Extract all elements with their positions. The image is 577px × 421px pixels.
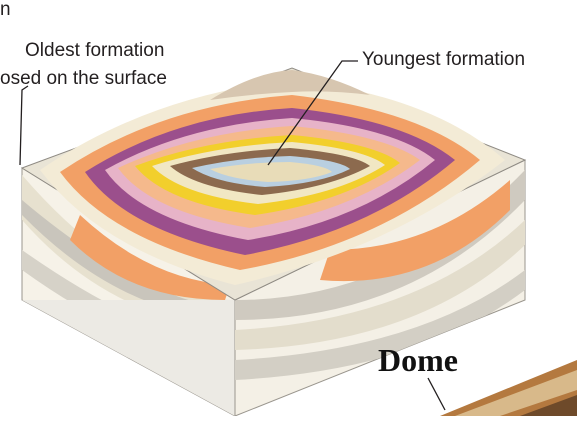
top-left-label-fragment: n — [0, 0, 11, 21]
oldest-formation-label-line2: osed on the surface — [0, 68, 167, 90]
oldest-formation-label-line1: Oldest formation — [25, 40, 164, 62]
dome-diagram-corner — [440, 360, 577, 416]
oldest-leader-line — [20, 86, 28, 165]
youngest-formation-label: Youngest formation — [362, 49, 525, 71]
dome-leader-line — [428, 378, 445, 410]
dome-title: Dome — [378, 342, 458, 379]
